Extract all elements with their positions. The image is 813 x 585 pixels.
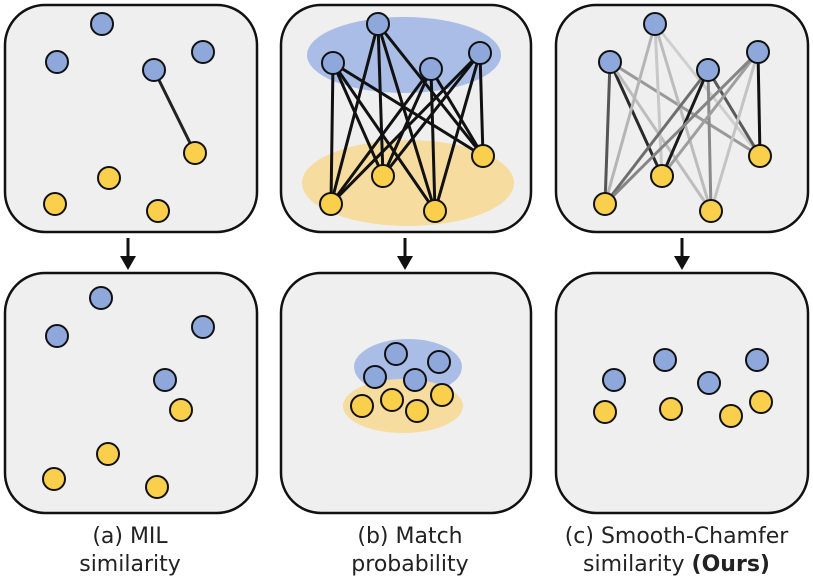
blue-node: [745, 348, 769, 372]
caption-line1: (b) Match: [357, 524, 463, 549]
blue-node: [90, 12, 114, 36]
panel-c-top-nodes: [593, 12, 772, 223]
yellow-node: [593, 192, 617, 216]
panel-c-bottom-nodes: [593, 348, 773, 428]
panel-a-top: [3, 3, 259, 234]
caption-line2: probability: [351, 552, 469, 577]
blue-node: [45, 50, 69, 74]
smooth-chamfer-edges: [603, 23, 762, 212]
blue-node: [746, 40, 770, 64]
blue-node: [366, 12, 390, 36]
blue-node: [653, 348, 677, 372]
yellow-node: [183, 141, 207, 165]
blue-node: [89, 286, 113, 310]
arrow-down-icon: [397, 238, 413, 270]
caption-line1: (a) MIL: [92, 524, 168, 549]
yellow-region: [302, 140, 514, 226]
yellow-node: [350, 394, 374, 418]
blue-node: [403, 368, 427, 392]
yellow-node: [42, 467, 66, 491]
blue-node: [191, 40, 215, 64]
blue-node: [468, 41, 492, 65]
panel-a-bottom-nodes: [42, 286, 215, 499]
caption-line2-wrap: similarity (Ours): [540, 551, 813, 579]
yellow-node: [659, 397, 683, 421]
blue-node: [363, 365, 387, 389]
yellow-node: [748, 144, 772, 168]
yellow-node: [699, 199, 723, 223]
yellow-node: [371, 164, 395, 188]
blue-node: [697, 371, 721, 395]
blue-node: [643, 12, 667, 36]
panel-c-bottom: [554, 271, 810, 515]
yellow-node: [650, 164, 674, 188]
panel-b-bottom-nodes: [350, 342, 454, 423]
yellow-node: [471, 144, 495, 168]
caption-panel-b: (b) Match probability: [290, 523, 530, 579]
blue-node: [45, 324, 69, 348]
yellow-node: [145, 475, 169, 499]
caption-line2: similarity: [583, 552, 692, 577]
blue-node: [142, 58, 166, 82]
arrow-down-icon: [120, 238, 136, 270]
yellow-node: [319, 192, 343, 216]
mil-edge: [152, 69, 197, 154]
blue-node: [153, 368, 177, 392]
caption-panel-a: (a) MIL similarity: [20, 523, 240, 579]
caption-panel-c: (c) Smooth-Chamfer similarity (Ours): [540, 523, 813, 579]
match-edges: [329, 23, 485, 212]
yellow-node: [430, 383, 454, 407]
yellow-node: [97, 166, 121, 190]
blue-node: [696, 58, 720, 82]
blue-node: [321, 51, 345, 75]
panel-b-top-nodes: [319, 12, 495, 223]
panel-a-top-nodes: [43, 12, 215, 223]
yellow-node: [719, 404, 743, 428]
yellow-node: [43, 192, 67, 216]
ours-label: (Ours): [691, 552, 770, 577]
yellow-node: [96, 442, 120, 466]
blue-node: [598, 50, 622, 74]
yellow-node: [593, 400, 617, 424]
yellow-node: [749, 390, 773, 414]
blue-node: [602, 368, 626, 392]
blue-node: [419, 57, 443, 81]
yellow-node: [423, 199, 447, 223]
yellow-node: [380, 388, 404, 412]
caption-line1: (c) Smooth-Chamfer: [564, 524, 789, 549]
blue-node: [427, 350, 451, 374]
yellow-node: [169, 398, 193, 422]
blue-node: [191, 315, 215, 339]
blue-node: [384, 342, 408, 366]
arrow-down-icon: [674, 238, 690, 270]
yellow-node: [146, 199, 170, 223]
caption-line2: similarity: [79, 552, 181, 577]
yellow-node: [405, 399, 429, 423]
